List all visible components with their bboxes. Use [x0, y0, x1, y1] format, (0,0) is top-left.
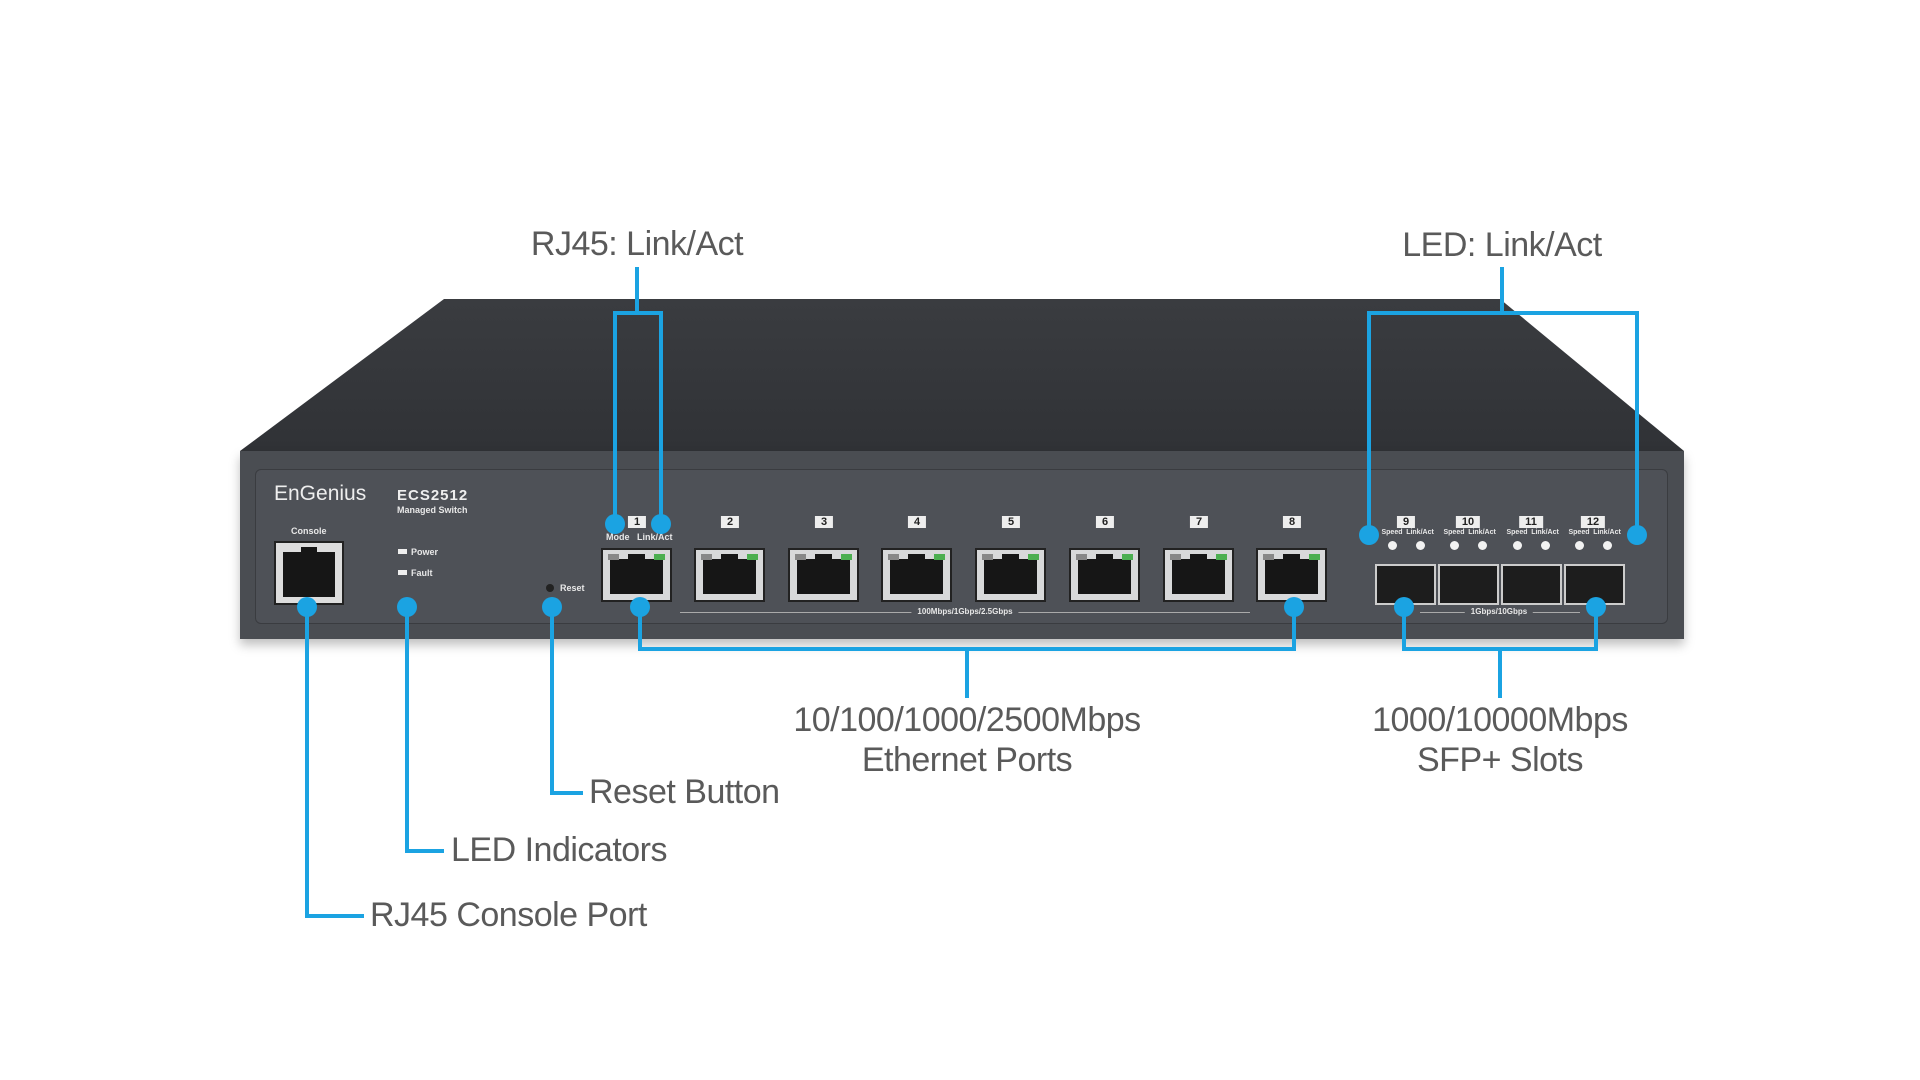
- mode-led: [795, 554, 806, 560]
- linkact-label: Link/Act: [637, 532, 673, 542]
- ethernet-port[interactable]: [788, 548, 859, 602]
- sfp-led: [1416, 541, 1425, 550]
- ethernet-port[interactable]: [1256, 548, 1327, 602]
- sfp-number: 12: [1580, 516, 1606, 528]
- reset-leader: [550, 607, 583, 795]
- ethernet-port[interactable]: [694, 548, 765, 602]
- link-led: [654, 554, 665, 560]
- port-number: 1: [627, 516, 647, 528]
- callout-rj45-link-act: RJ45: Link/Act: [530, 225, 744, 263]
- link-led: [1309, 554, 1320, 560]
- fault-label: Fault: [411, 568, 433, 578]
- sfp-led: [1478, 541, 1487, 550]
- sfp-led-label: Speed: [1381, 529, 1403, 536]
- sfp-led-label: Speed: [1568, 529, 1590, 536]
- mode-led: [888, 554, 899, 560]
- ethernet-port[interactable]: [601, 548, 672, 602]
- reset-label: Reset: [560, 583, 585, 593]
- callout-reset-button: Reset Button: [589, 773, 780, 811]
- ethernet-port[interactable]: [975, 548, 1046, 602]
- console-port[interactable]: [274, 541, 344, 605]
- port-number: 6: [1095, 516, 1115, 528]
- mode-label: Mode: [606, 532, 630, 542]
- fault-led: [398, 570, 407, 575]
- sfp-led: [1603, 541, 1612, 550]
- sfp-bracket: [1402, 607, 1598, 651]
- ethernet-bracket: [638, 607, 1296, 651]
- link-led: [841, 554, 852, 560]
- mode-led: [608, 554, 619, 560]
- reset-button[interactable]: [546, 584, 554, 592]
- sfp-led: [1388, 541, 1397, 550]
- port-number: 7: [1189, 516, 1209, 528]
- port-number: 3: [814, 516, 834, 528]
- ethernet-speed-label: 100Mbps/1Gbps/2.5Gbps: [911, 607, 1019, 616]
- callout-led-indicators: LED Indicators: [451, 831, 668, 869]
- link-led: [934, 554, 945, 560]
- sfp-led: [1513, 541, 1522, 550]
- sfp-slot[interactable]: [1438, 564, 1499, 605]
- link-led: [1028, 554, 1039, 560]
- power-label: Power: [411, 547, 439, 557]
- sfp-led-label: Link/Act: [1406, 529, 1434, 536]
- model-name: ECS2512: [397, 487, 469, 504]
- callout-ethernet-line2: Ethernet Ports: [861, 741, 1073, 779]
- sfp-led-label: Link/Act: [1593, 529, 1621, 536]
- ethernet-port[interactable]: [1163, 548, 1234, 602]
- brand-logo: EnGenius: [274, 482, 367, 505]
- callout-console-port: RJ45 Console Port: [370, 896, 647, 934]
- mode-led: [1076, 554, 1087, 560]
- link-led: [1216, 554, 1227, 560]
- mode-led: [1263, 554, 1274, 560]
- rj45-link-bracket-h: [613, 311, 663, 524]
- mode-led: [1170, 554, 1181, 560]
- link-led: [747, 554, 758, 560]
- sfp-led-label: Speed: [1506, 529, 1528, 536]
- sfp-led: [1541, 541, 1550, 550]
- callout-ethernet-line1: 10/100/1000/2500Mbps: [793, 701, 1141, 739]
- led-leader: [405, 607, 444, 853]
- model-subtitle: Managed Switch: [397, 505, 468, 515]
- port-number: 5: [1001, 516, 1021, 528]
- sfp-led-label: Link/Act: [1468, 529, 1496, 536]
- sfp-led: [1450, 541, 1459, 550]
- console-label: Console: [291, 526, 327, 536]
- power-led: [398, 549, 407, 554]
- callout-sfp-line1: 1000/10000Mbps: [1372, 701, 1628, 739]
- callout-sfp-line2: SFP+ Slots: [1416, 741, 1584, 779]
- link-led: [1122, 554, 1133, 560]
- ethernet-port[interactable]: [881, 548, 952, 602]
- sfp-slot[interactable]: [1501, 564, 1562, 605]
- ethernet-port[interactable]: [1069, 548, 1140, 602]
- sfp-led: [1575, 541, 1584, 550]
- port-number: 2: [720, 516, 740, 528]
- console-leader: [305, 607, 364, 918]
- callout-led-link-act: LED: Link/Act: [1402, 226, 1602, 264]
- led-link-bracket-h: [1367, 311, 1639, 535]
- mode-led: [982, 554, 993, 560]
- sfp-number: 9: [1396, 516, 1416, 528]
- sfp-number: 10: [1455, 516, 1481, 528]
- sfp-led-label: Speed: [1443, 529, 1465, 536]
- sfp-led-label: Link/Act: [1531, 529, 1559, 536]
- port-number: 4: [907, 516, 927, 528]
- mode-led: [701, 554, 712, 560]
- sfp-speed-label: 1Gbps/10Gbps: [1464, 607, 1534, 616]
- sfp-number: 11: [1519, 516, 1543, 528]
- port-number: 8: [1282, 516, 1302, 528]
